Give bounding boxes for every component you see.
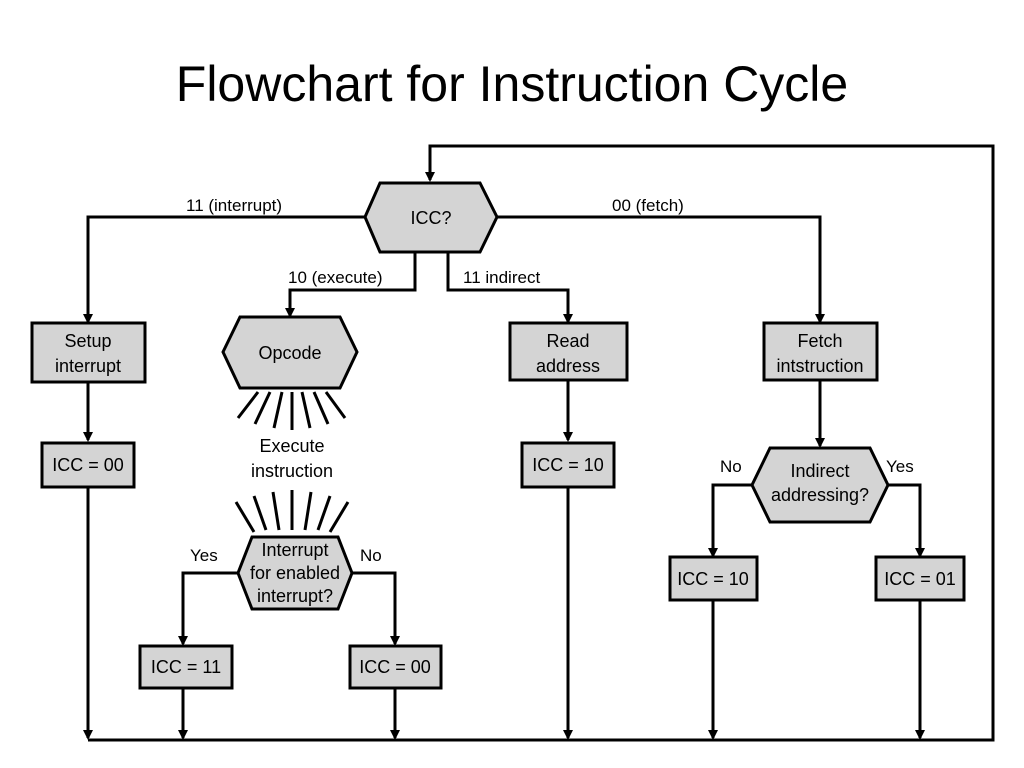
svg-text:ICC = 10: ICC = 10 bbox=[677, 569, 749, 589]
svg-text:ICC = 01: ICC = 01 bbox=[884, 569, 956, 589]
opcode-label: Opcode bbox=[258, 343, 321, 363]
svg-text:Execute: Execute bbox=[259, 436, 324, 456]
interrupt-enabled-line-1: Interrupt bbox=[261, 540, 328, 560]
node-execute-instruction: Execute instruction bbox=[251, 436, 333, 481]
node-icc10-mid: ICC = 10 bbox=[520, 441, 616, 489]
node-icc11: ICC = 11 bbox=[138, 644, 234, 690]
svg-text:Fetch: Fetch bbox=[797, 331, 842, 351]
interrupt-enabled-line-3: interrupt? bbox=[257, 586, 333, 606]
icc10-right-label: ICC = 10 bbox=[677, 569, 749, 589]
svg-text:00 (fetch): 00 (fetch) bbox=[612, 196, 684, 215]
svg-text:ICC = 00: ICC = 00 bbox=[359, 657, 431, 677]
edge-label-execute: 10 (execute) bbox=[288, 268, 383, 287]
svg-text:No: No bbox=[720, 457, 742, 476]
interrupt-enabled-line-2: for enabled bbox=[250, 563, 340, 583]
node-icc01: ICC = 01 bbox=[874, 555, 966, 602]
connectors bbox=[83, 144, 995, 742]
edge-interrupt-no-line bbox=[350, 571, 400, 646]
node-icc00-mid: ICC = 00 bbox=[348, 644, 443, 690]
svg-text:11 indirect: 11 indirect bbox=[463, 268, 540, 287]
edge-label-indirect-yes: Yes bbox=[886, 457, 914, 476]
svg-text:interrupt: interrupt bbox=[55, 356, 121, 376]
svg-text:instruction: instruction bbox=[251, 461, 333, 481]
edge-execute-line bbox=[285, 252, 417, 318]
node-fetch-instruction: Fetch intstruction bbox=[762, 321, 879, 382]
loop-return-line bbox=[88, 144, 995, 742]
node-indirect-addressing: Indirect addressing? bbox=[750, 446, 890, 524]
edge-interrupt-line bbox=[83, 215, 365, 324]
svg-text:Opcode: Opcode bbox=[258, 343, 321, 363]
icc10-mid-label: ICC = 10 bbox=[532, 455, 604, 475]
execute-instruction-line-2: instruction bbox=[251, 461, 333, 481]
svg-text:Setup: Setup bbox=[64, 331, 111, 351]
edge-label-indirect: 11 indirect bbox=[463, 268, 540, 287]
fetch-instruction-line-1: Fetch bbox=[797, 331, 842, 351]
node-icc10-right: ICC = 10 bbox=[668, 555, 759, 602]
svg-text:Indirect: Indirect bbox=[790, 461, 849, 481]
edge-fetch-line bbox=[495, 215, 825, 324]
page-title: Flowchart for Instruction Cycle bbox=[175, 56, 849, 112]
svg-text:10 (execute): 10 (execute) bbox=[288, 268, 383, 287]
edge-label-fetch: 00 (fetch) bbox=[612, 196, 684, 215]
edge-label-interrupt: 11 (interrupt) bbox=[186, 196, 282, 215]
setup-interrupt-line-1: Setup bbox=[64, 331, 111, 351]
icc00-mid-label: ICC = 00 bbox=[359, 657, 431, 677]
svg-text:addressing?: addressing? bbox=[771, 485, 869, 505]
edge-indirect-line bbox=[446, 252, 573, 324]
node-icc00-left: ICC = 00 bbox=[40, 441, 136, 489]
icc01-label: ICC = 01 bbox=[884, 569, 956, 589]
svg-text:11 (interrupt): 11 (interrupt) bbox=[186, 196, 282, 215]
svg-text:interrupt?: interrupt? bbox=[257, 586, 333, 606]
edge-label-indirect-no: No bbox=[720, 457, 742, 476]
node-opcode: Opcode bbox=[221, 315, 359, 390]
execute-instruction-line-1: Execute bbox=[259, 436, 324, 456]
svg-text:Read: Read bbox=[546, 331, 589, 351]
svg-text:ICC = 00: ICC = 00 bbox=[52, 455, 124, 475]
edge-indirect-no-line bbox=[708, 483, 752, 558]
execute-rays-bottom bbox=[234, 490, 350, 533]
indirect-addressing-line-2: addressing? bbox=[771, 485, 869, 505]
read-address-line-2: address bbox=[536, 356, 600, 376]
svg-text:Yes: Yes bbox=[886, 457, 914, 476]
svg-text:ICC = 11: ICC = 11 bbox=[151, 657, 221, 677]
read-address-line-1: Read bbox=[546, 331, 589, 351]
edge-indirect-yes-line bbox=[888, 483, 925, 558]
edge-label-interrupt-no: No bbox=[360, 546, 382, 565]
svg-text:address: address bbox=[536, 356, 600, 376]
svg-text:for enabled: for enabled bbox=[250, 563, 340, 583]
node-icc-decision: ICC? bbox=[363, 181, 499, 254]
svg-text:intstruction: intstruction bbox=[776, 356, 863, 376]
svg-text:ICC = 10: ICC = 10 bbox=[532, 455, 604, 475]
fetch-instruction-line-2: intstruction bbox=[776, 356, 863, 376]
execute-rays-top bbox=[236, 391, 347, 430]
svg-text:ICC?: ICC? bbox=[410, 208, 451, 228]
svg-text:Yes: Yes bbox=[190, 546, 218, 565]
svg-text:Interrupt: Interrupt bbox=[261, 540, 328, 560]
node-setup-interrupt: Setup interrupt bbox=[30, 321, 147, 384]
icc-decision-label: ICC? bbox=[410, 208, 451, 228]
setup-interrupt-line-2: interrupt bbox=[55, 356, 121, 376]
edge-label-interrupt-yes: Yes bbox=[190, 546, 218, 565]
svg-text:No: No bbox=[360, 546, 382, 565]
edge-interrupt-yes-line bbox=[178, 571, 238, 646]
indirect-addressing-line-1: Indirect bbox=[790, 461, 849, 481]
icc11-label: ICC = 11 bbox=[151, 657, 221, 677]
icc00-left-label: ICC = 00 bbox=[52, 455, 124, 475]
node-read-address: Read address bbox=[508, 321, 629, 382]
node-interrupt-enabled: Interrupt for enabled interrupt? bbox=[236, 535, 354, 611]
